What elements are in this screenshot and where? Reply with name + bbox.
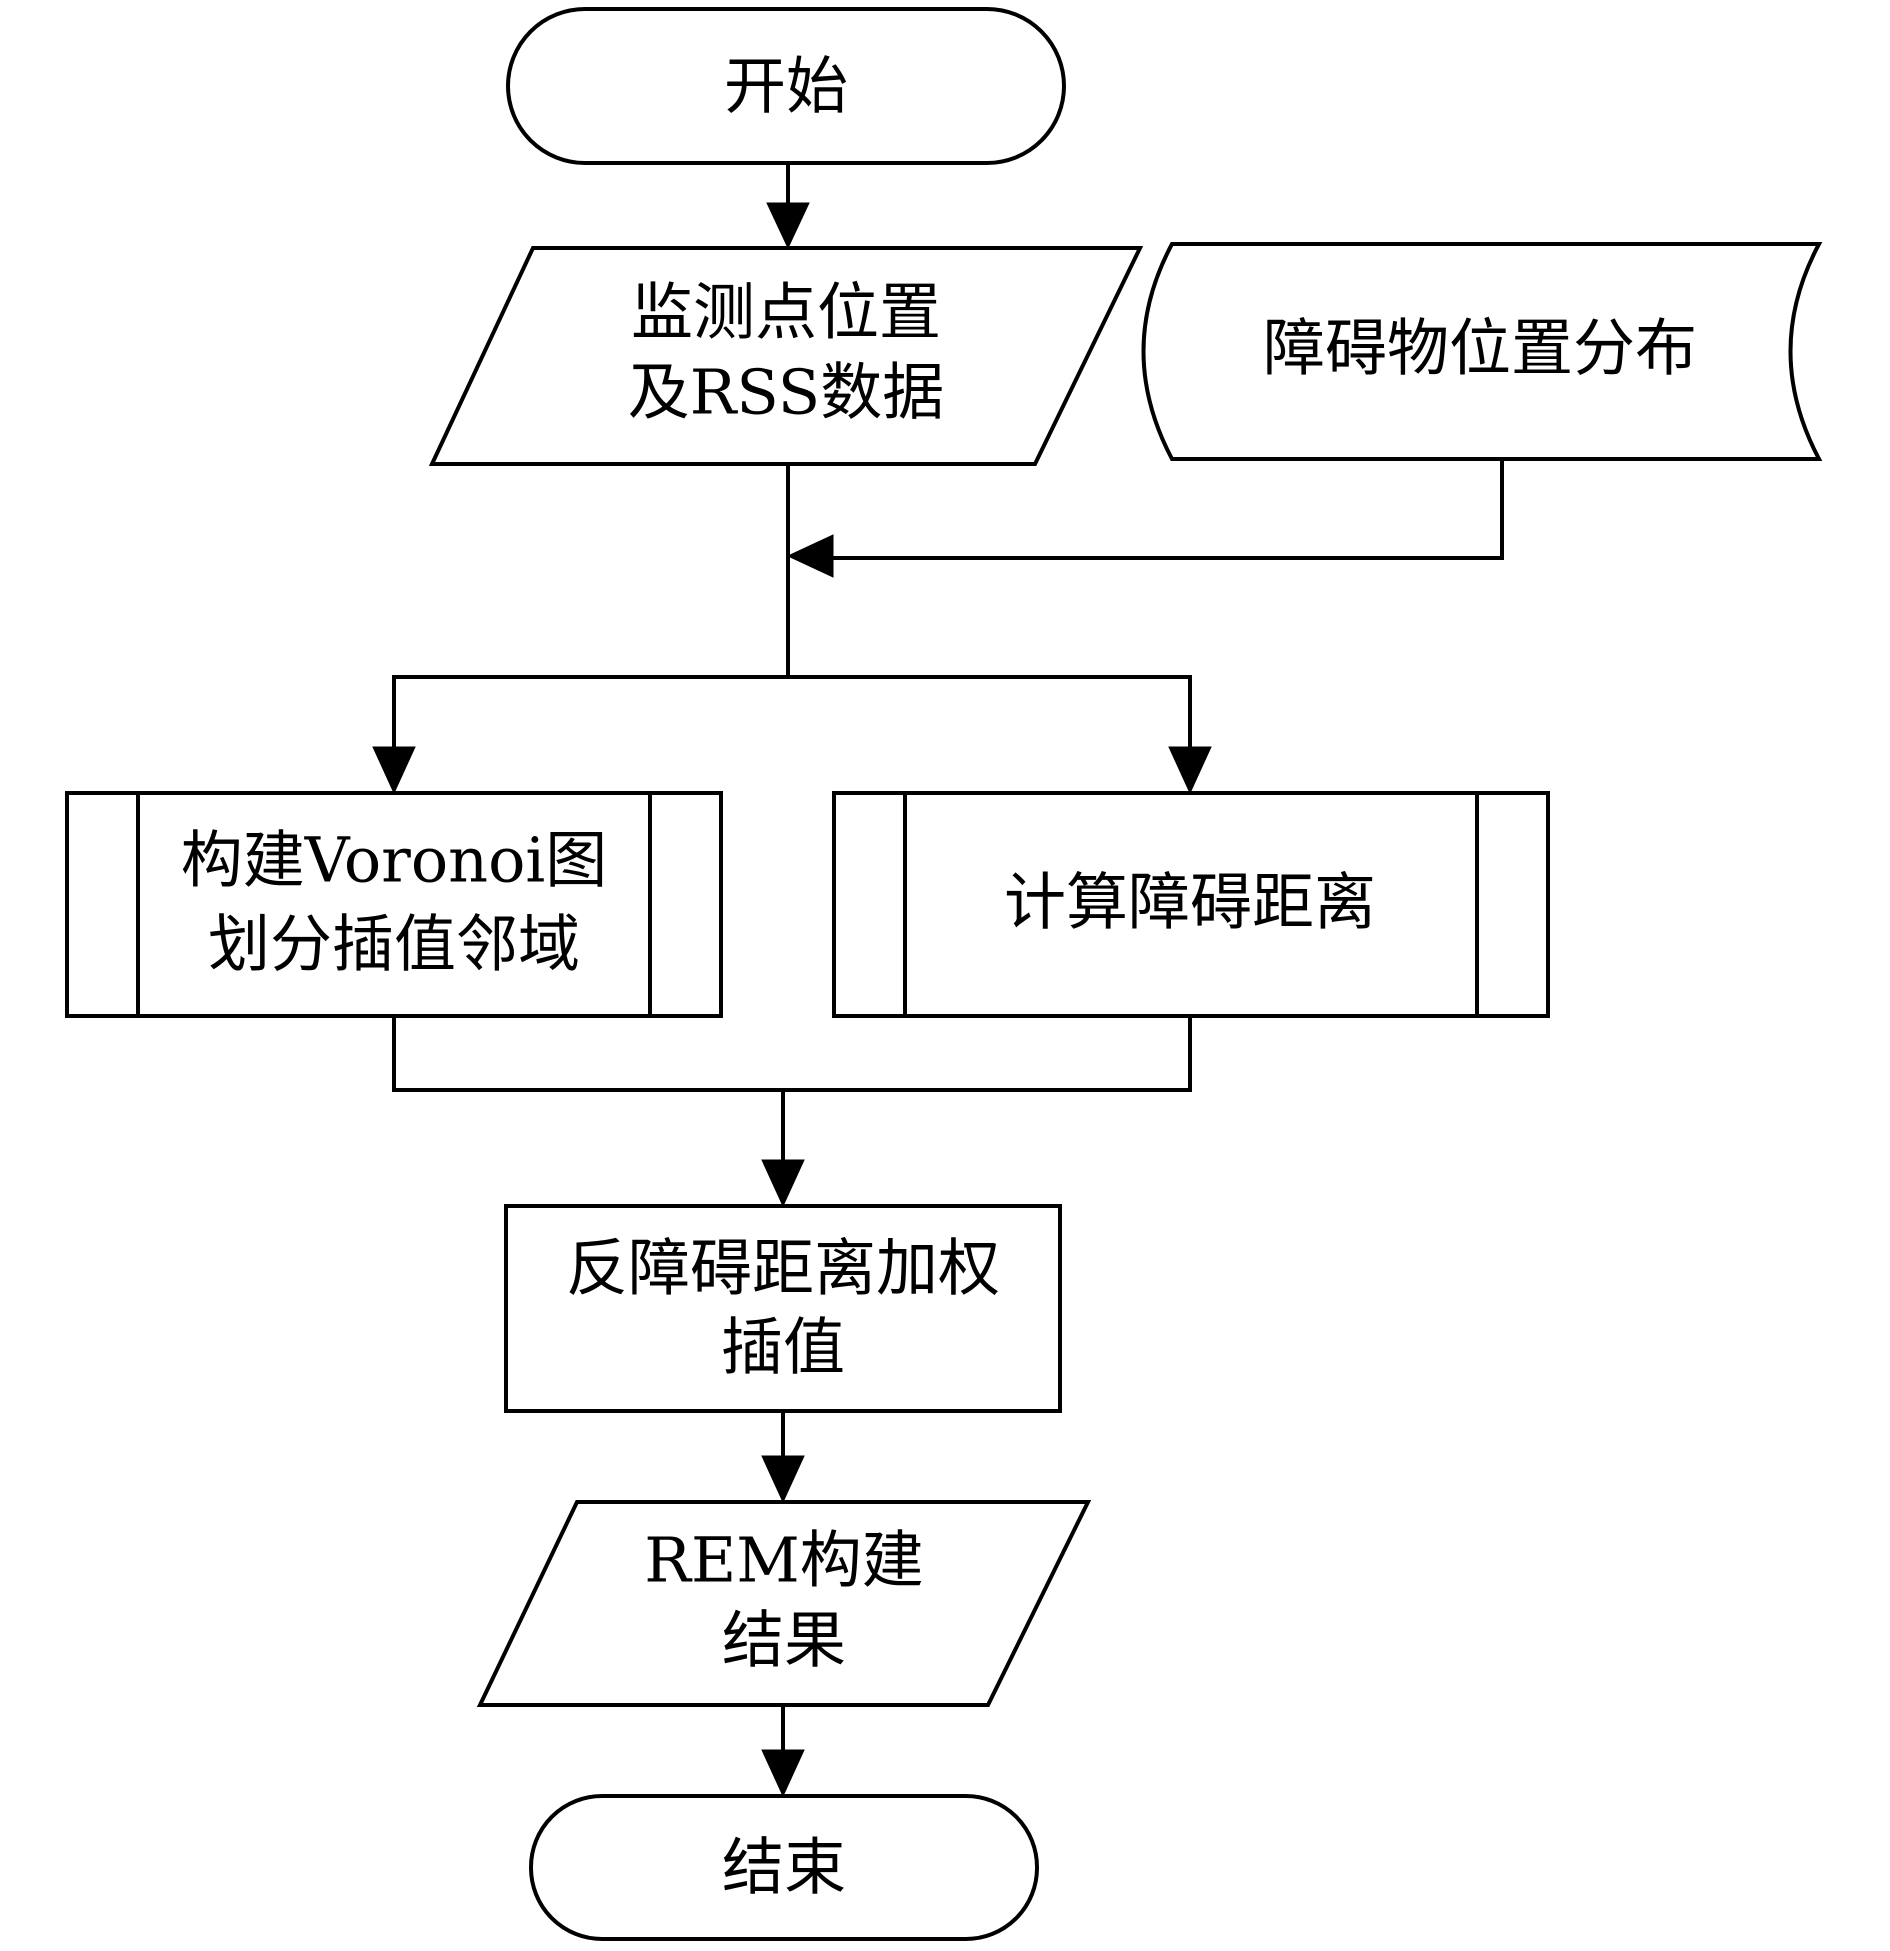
- rem-output-parallelogram: [476, 1500, 1092, 1707]
- voronoi-label-line1: 构建Voronoi图: [181, 824, 607, 897]
- obstacle-distance-process-shape: [832, 791, 1550, 1018]
- monitor-input-label-line1: 监测点位置: [631, 276, 941, 349]
- start-node: 开始: [506, 7, 1066, 165]
- edge-start-to-input-arrow: [766, 202, 810, 250]
- start-terminator-shape: [506, 7, 1066, 165]
- idw-interp-process-shape: [504, 1204, 1062, 1413]
- obstacle-data-stored-shape: [1141, 242, 1823, 461]
- monitor-input-label-line2: 及RSS数据: [628, 356, 945, 429]
- edge-obstacle-to-trunk-arrow: [786, 534, 834, 578]
- end-node: 结束: [529, 1794, 1039, 1941]
- edges: [372, 163, 1504, 1798]
- edge-split-right-arrow: [1168, 746, 1212, 795]
- rem-output-node: REM构建 结果: [476, 1500, 1092, 1707]
- voronoi-node: 构建Voronoi图 划分插值邻域: [65, 791, 723, 1018]
- edge-split-left-arrow: [372, 746, 416, 795]
- monitor-input-parallelogram: [428, 246, 1144, 466]
- rem-output-label-line1: REM构建: [644, 1524, 923, 1597]
- edge-merge: [392, 1016, 1192, 1092]
- voronoi-label-line2: 划分插值邻域: [208, 908, 580, 981]
- edge-obstacle-to-trunk: [826, 459, 1504, 560]
- end-label: 结束: [722, 1831, 846, 1904]
- idw-interp-node: 反障碍距离加权 插值: [504, 1204, 1062, 1413]
- obstacle-distance-node: 计算障碍距离: [832, 791, 1550, 1018]
- rem-output-label-line2: 结果: [722, 1604, 846, 1677]
- start-label: 开始: [724, 50, 848, 123]
- voronoi-process-shape: [65, 791, 723, 1018]
- idw-interp-label-line2: 插值: [721, 1311, 845, 1384]
- obstacle-data-label: 障碍物位置分布: [1263, 312, 1697, 385]
- end-terminator-shape: [529, 1794, 1039, 1941]
- edge-idw-to-output-arrow: [761, 1455, 805, 1504]
- edge-output-to-end-arrow: [761, 1749, 805, 1798]
- edge-merge-to-idw-arrow: [761, 1159, 805, 1208]
- monitor-input-node: 监测点位置 及RSS数据: [428, 246, 1144, 466]
- obstacle-distance-label: 计算障碍距离: [1004, 866, 1376, 939]
- idw-interp-label-line1: 反障碍距离加权: [566, 1232, 1000, 1305]
- obstacle-data-node: 障碍物位置分布: [1141, 242, 1823, 461]
